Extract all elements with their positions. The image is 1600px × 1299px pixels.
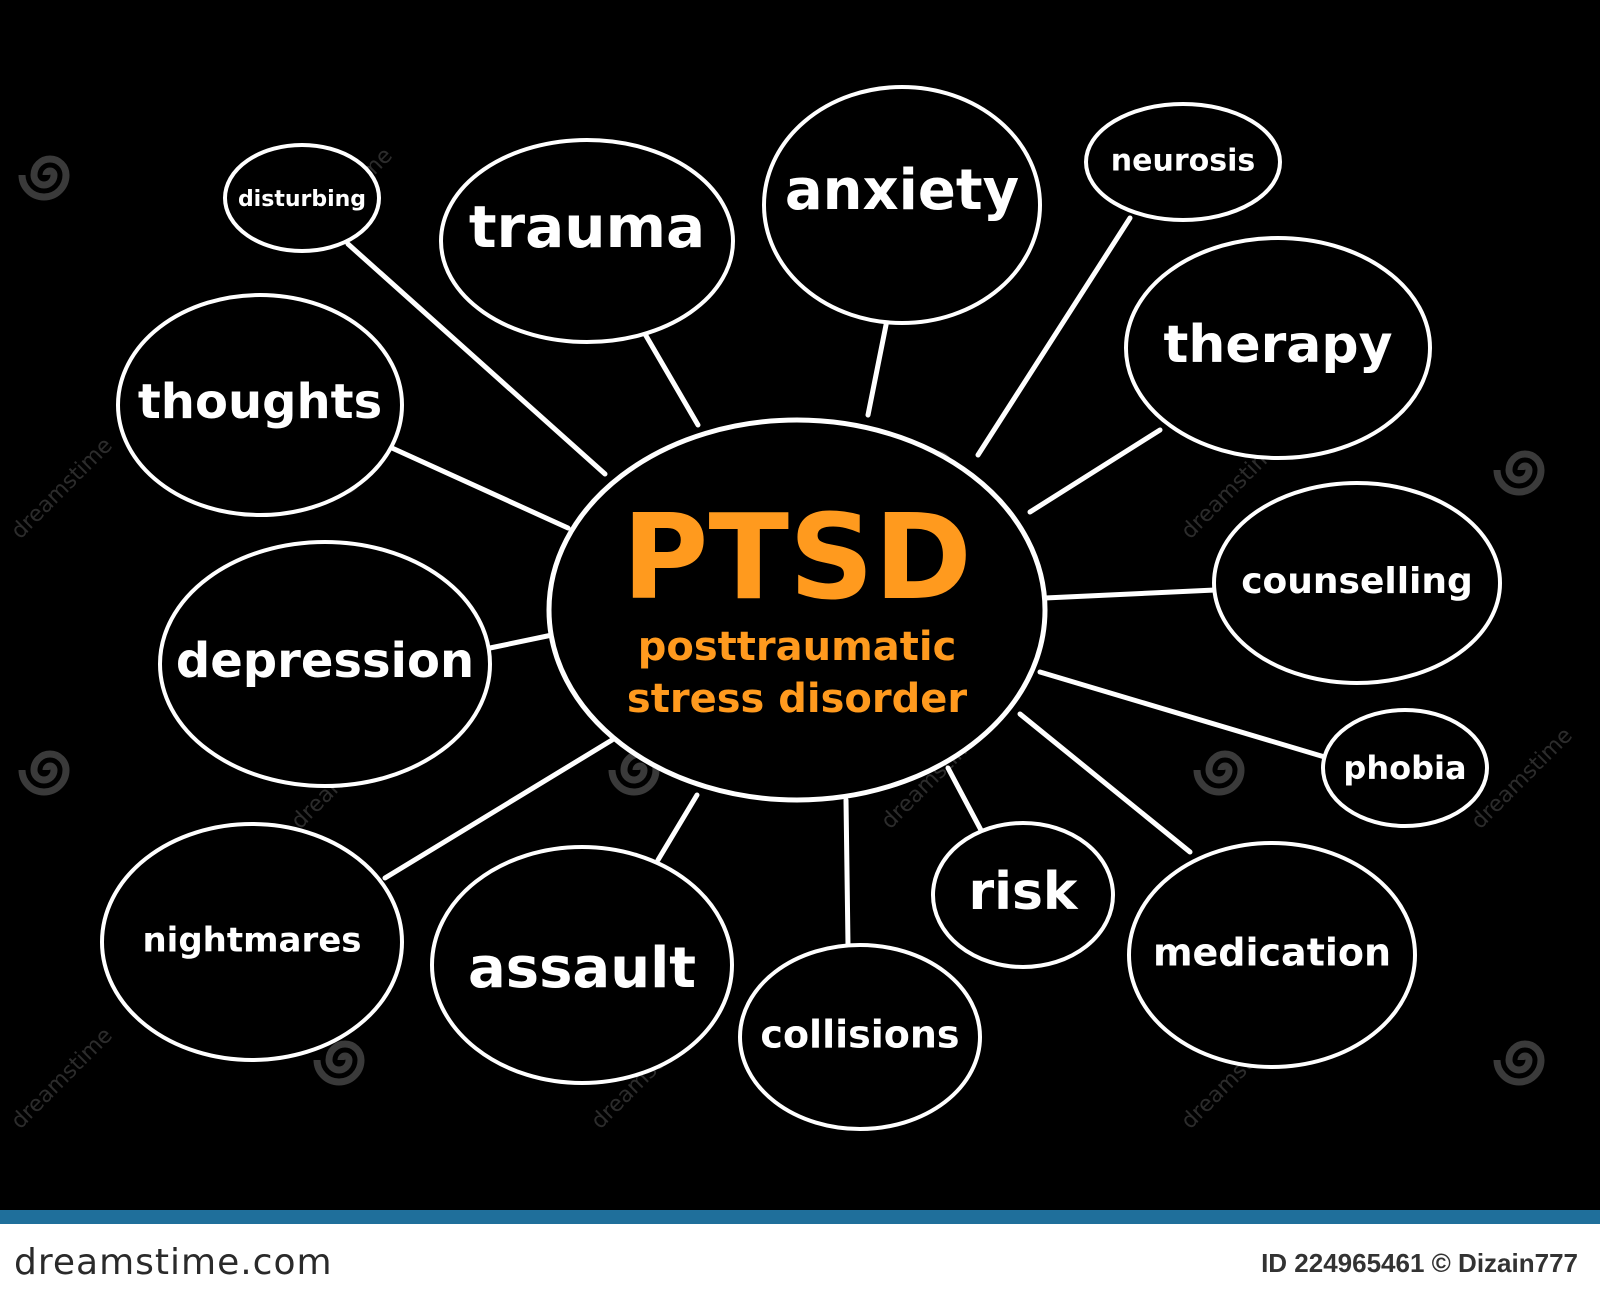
- node-assault-label: assault: [468, 936, 696, 1001]
- node-nightmares-label: nightmares: [142, 921, 361, 961]
- node-disturbing-label: disturbing: [238, 187, 366, 212]
- connector-phobia: [1037, 669, 1331, 761]
- center-title: PTSD: [622, 488, 972, 626]
- node-medication-bubble: [1127, 841, 1417, 1069]
- watermark-spiral-icon: [1493, 1040, 1545, 1086]
- watermark-spiral-icon: [1493, 450, 1545, 496]
- node-collisions-bubble: [738, 943, 982, 1131]
- stock-footer: dreamstime.com ID 224965461 © Dizain777: [0, 1210, 1600, 1299]
- node-phobia-bubble: [1321, 708, 1489, 828]
- image-credit: ID 224965461 © Dizain777: [1261, 1248, 1578, 1278]
- node-depression-bubble: [158, 540, 492, 788]
- connector-collisions: [843, 797, 851, 948]
- center-bubble: [546, 417, 1048, 803]
- node-collisions-label: collisions: [760, 1013, 959, 1057]
- connector-neurosis: [975, 215, 1133, 458]
- node-risk: risk: [931, 821, 1115, 969]
- footer-bar: [0, 1210, 1600, 1224]
- watermark-text: dreamstime: [7, 1023, 118, 1134]
- watermark-text: dreamstime: [7, 433, 118, 544]
- node-thoughts-bubble: [116, 293, 404, 517]
- connector-depression: [487, 632, 555, 651]
- node-disturbing: disturbing: [223, 143, 381, 253]
- connector-layer: [345, 215, 1331, 948]
- node-neurosis-bubble: [1084, 102, 1282, 222]
- watermark-spiral-icon: [1193, 750, 1245, 796]
- connector-disturbing: [345, 241, 608, 477]
- node-neurosis-label: neurosis: [1111, 144, 1255, 179]
- mind-map-canvas: dreamstime dreamstime dreamstime dreamst…: [6, 85, 1578, 1135]
- watermark-spiral-icon: [313, 1040, 365, 1086]
- node-therapy: therapy: [1124, 236, 1432, 460]
- connector-counselling: [1042, 587, 1218, 601]
- connector-nightmares: [382, 737, 615, 881]
- node-thoughts: thoughts: [116, 293, 404, 517]
- connector-risk: [945, 765, 985, 835]
- node-counselling-label: counselling: [1241, 561, 1473, 602]
- node-assault: assault: [430, 845, 734, 1085]
- connector-trauma: [642, 331, 701, 428]
- center-subtitle-line1: posttraumatic: [638, 624, 957, 670]
- node-phobia: phobia: [1321, 708, 1489, 828]
- node-nightmares: nightmares: [100, 822, 404, 1062]
- brand-logo: dreamstime.com: [14, 1242, 333, 1283]
- node-anxiety: anxiety: [762, 85, 1042, 325]
- watermark-spiral-icon: [18, 750, 70, 796]
- connector-therapy: [1027, 427, 1163, 515]
- node-medication: medication: [1127, 841, 1417, 1069]
- node-depression: depression: [158, 540, 492, 788]
- node-risk-label: risk: [968, 862, 1078, 922]
- node-nightmares-bubble: [100, 822, 404, 1062]
- connector-assault: [655, 792, 700, 863]
- node-trauma: trauma: [439, 138, 735, 344]
- node-anxiety-bubble: [762, 85, 1042, 325]
- node-therapy-bubble: [1124, 236, 1432, 460]
- node-assault-bubble: [430, 845, 734, 1085]
- node-trauma-label: trauma: [469, 193, 705, 261]
- node-counselling: counselling: [1212, 481, 1502, 685]
- connector-medication: [1017, 711, 1193, 855]
- node-therapy-label: therapy: [1164, 315, 1393, 375]
- node-disturbing-bubble: [223, 143, 381, 253]
- node-medication-label: medication: [1153, 931, 1391, 975]
- watermark-spiral-icon: [18, 155, 70, 201]
- node-collisions: collisions: [738, 943, 982, 1131]
- connector-thoughts: [389, 445, 571, 531]
- node-phobia-label: phobia: [1343, 749, 1466, 787]
- node-risk-bubble: [931, 821, 1115, 969]
- node-counselling-bubble: [1212, 481, 1502, 685]
- node-depression-label: depression: [176, 633, 474, 689]
- node-trauma-bubble: [439, 138, 735, 344]
- node-thoughts-label: thoughts: [138, 374, 382, 430]
- center-subtitle-line2: stress disorder: [627, 676, 967, 722]
- node-neurosis: neurosis: [1084, 102, 1282, 222]
- mind-map: dreamstime dreamstime dreamstime dreamst…: [7, 85, 1578, 1134]
- center-node: PTSD posttraumatic stress disorder: [546, 417, 1048, 803]
- connector-anxiety: [865, 312, 891, 418]
- node-anxiety-label: anxiety: [785, 158, 1019, 223]
